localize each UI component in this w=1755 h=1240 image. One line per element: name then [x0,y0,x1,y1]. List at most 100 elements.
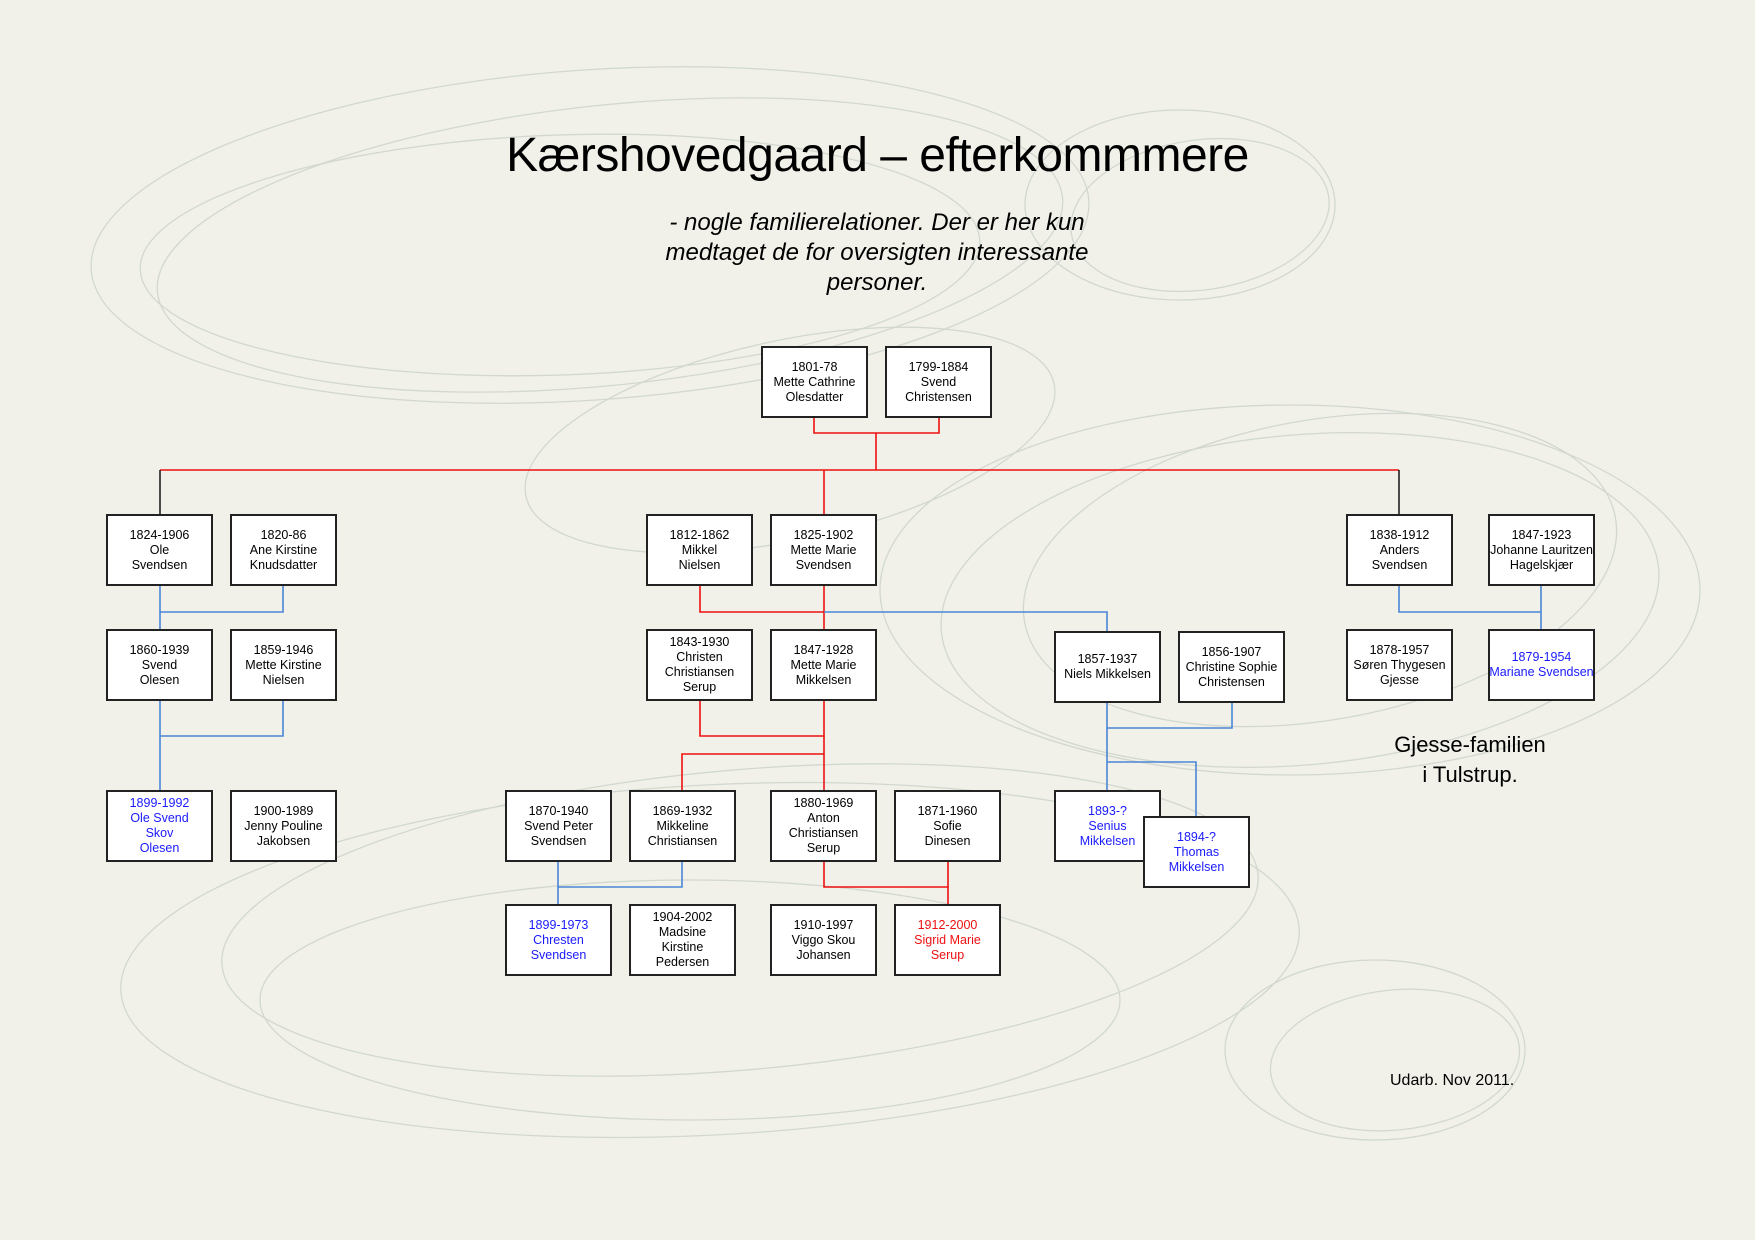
person-name-line: Christensen [905,389,972,404]
person-years: 1899-1973 [528,917,589,932]
person-years: 1878-1957 [1369,642,1430,657]
line-niels-couple [1106,703,1233,729]
person-years: 1869-1932 [652,803,713,818]
person-years: 1843-1930 [669,635,730,649]
person-name-line: Christiansen [788,826,859,840]
person-name-line: Johanne Lauritzen [1490,542,1593,557]
person-years: 1857-1937 [1077,652,1138,666]
person-years: 1880-1969 [793,796,854,810]
person-name-line: Anton [807,811,840,825]
line-to-mikkeline [681,753,824,790]
person-years: 1825-1902 [793,527,854,542]
person-name-line: Mikkel [681,542,718,557]
person-name-line: Ole Svend [130,811,189,825]
person-name-line: Christine Sophie [1185,659,1278,674]
person-name-line: Kirstine [661,940,704,954]
person-years: 1900-1989 [253,803,314,818]
person-years: 1899-1992 [129,796,190,810]
person-name-line: Gjesse [1380,672,1419,687]
person-years: 1799-1884 [908,359,969,374]
person-name-line: Mikkelsen [795,672,852,687]
person-years: 1812-1862 [669,527,730,542]
person-name-line: Jakobsen [256,833,311,848]
person-years: 1894-? [1177,829,1216,844]
person-name-line: Mette Cathrine [773,374,856,389]
person-years: 1860-1939 [129,642,190,657]
person-name-line: Svendsen [530,947,587,962]
person-years: 1871-1960 [917,803,978,818]
person-name-line: Svendsen [795,557,852,572]
line-anton-sofie [823,861,949,888]
person-years: 1801-78 [791,359,838,374]
person-years: 1847-1928 [793,642,854,657]
person-name-line: Mikkelsen [1168,859,1225,874]
line-to-thomas [1107,761,1197,816]
gjesse-family-note: Gjesse-familien i Tulstrup. [1394,732,1546,787]
person-name-line: Christen [676,650,723,664]
person-name-line: Svend [920,374,957,389]
person-years: 1879-1954 [1511,650,1572,664]
line-ole-couple [159,585,284,613]
person-name-line: Svendsen [1371,557,1428,572]
person-name-line: Svend [141,657,178,672]
person-name-line: Sigrid Marie [914,932,981,947]
person-name-line: Mikkeline [656,818,709,833]
person-name-line: Dinesen [924,833,971,848]
page-title: Kærshovedgaard – efterkommmere [506,129,1249,182]
footer-date: Udarb. Nov 2011. [1390,1072,1515,1089]
line-serup-couple [699,701,825,737]
person-years: 1820-86 [260,527,307,542]
person-years: 1859-1946 [253,642,314,657]
person-name-line: Skov [145,826,174,840]
person-name-line: Christiansen [664,665,735,679]
person-name-line: Ane Kirstine [249,542,318,557]
person-name-line: Serup [806,841,841,855]
person-name-line: Madsine [658,925,707,939]
person-name-line: Olesdatter [785,389,844,404]
line-founders-couple [813,418,940,434]
person-name-line: Johansen [796,947,851,962]
person-years: 1847-1923 [1511,527,1572,542]
person-name-line: Mette Marie [790,542,857,557]
person-name-line: Svend Peter [524,818,593,833]
person-name-line: Niels Mikkelsen [1064,667,1151,681]
person-years: 1870-1940 [528,803,589,818]
person-name-line: Olesen [139,672,180,687]
person-name-line: Viggo Skou [791,932,856,947]
person-name-line: Anders [1379,542,1420,557]
person-years: 1910-1997 [793,917,854,932]
person-name-line: Sofie [933,818,962,833]
person-name-line: Thomas [1173,844,1220,859]
person-name-line: Serup [930,947,965,962]
person-name-line: Jenny Pouline [244,818,323,833]
person-name-line: Nielsen [678,557,721,572]
line-svend-peter-mikkeline [557,861,683,888]
person-name-line: Knudsdatter [249,557,318,572]
person-name-line: Svendsen [131,557,188,572]
line-anders-couple [1398,585,1542,613]
line-svend-olesen-couple [159,701,284,737]
